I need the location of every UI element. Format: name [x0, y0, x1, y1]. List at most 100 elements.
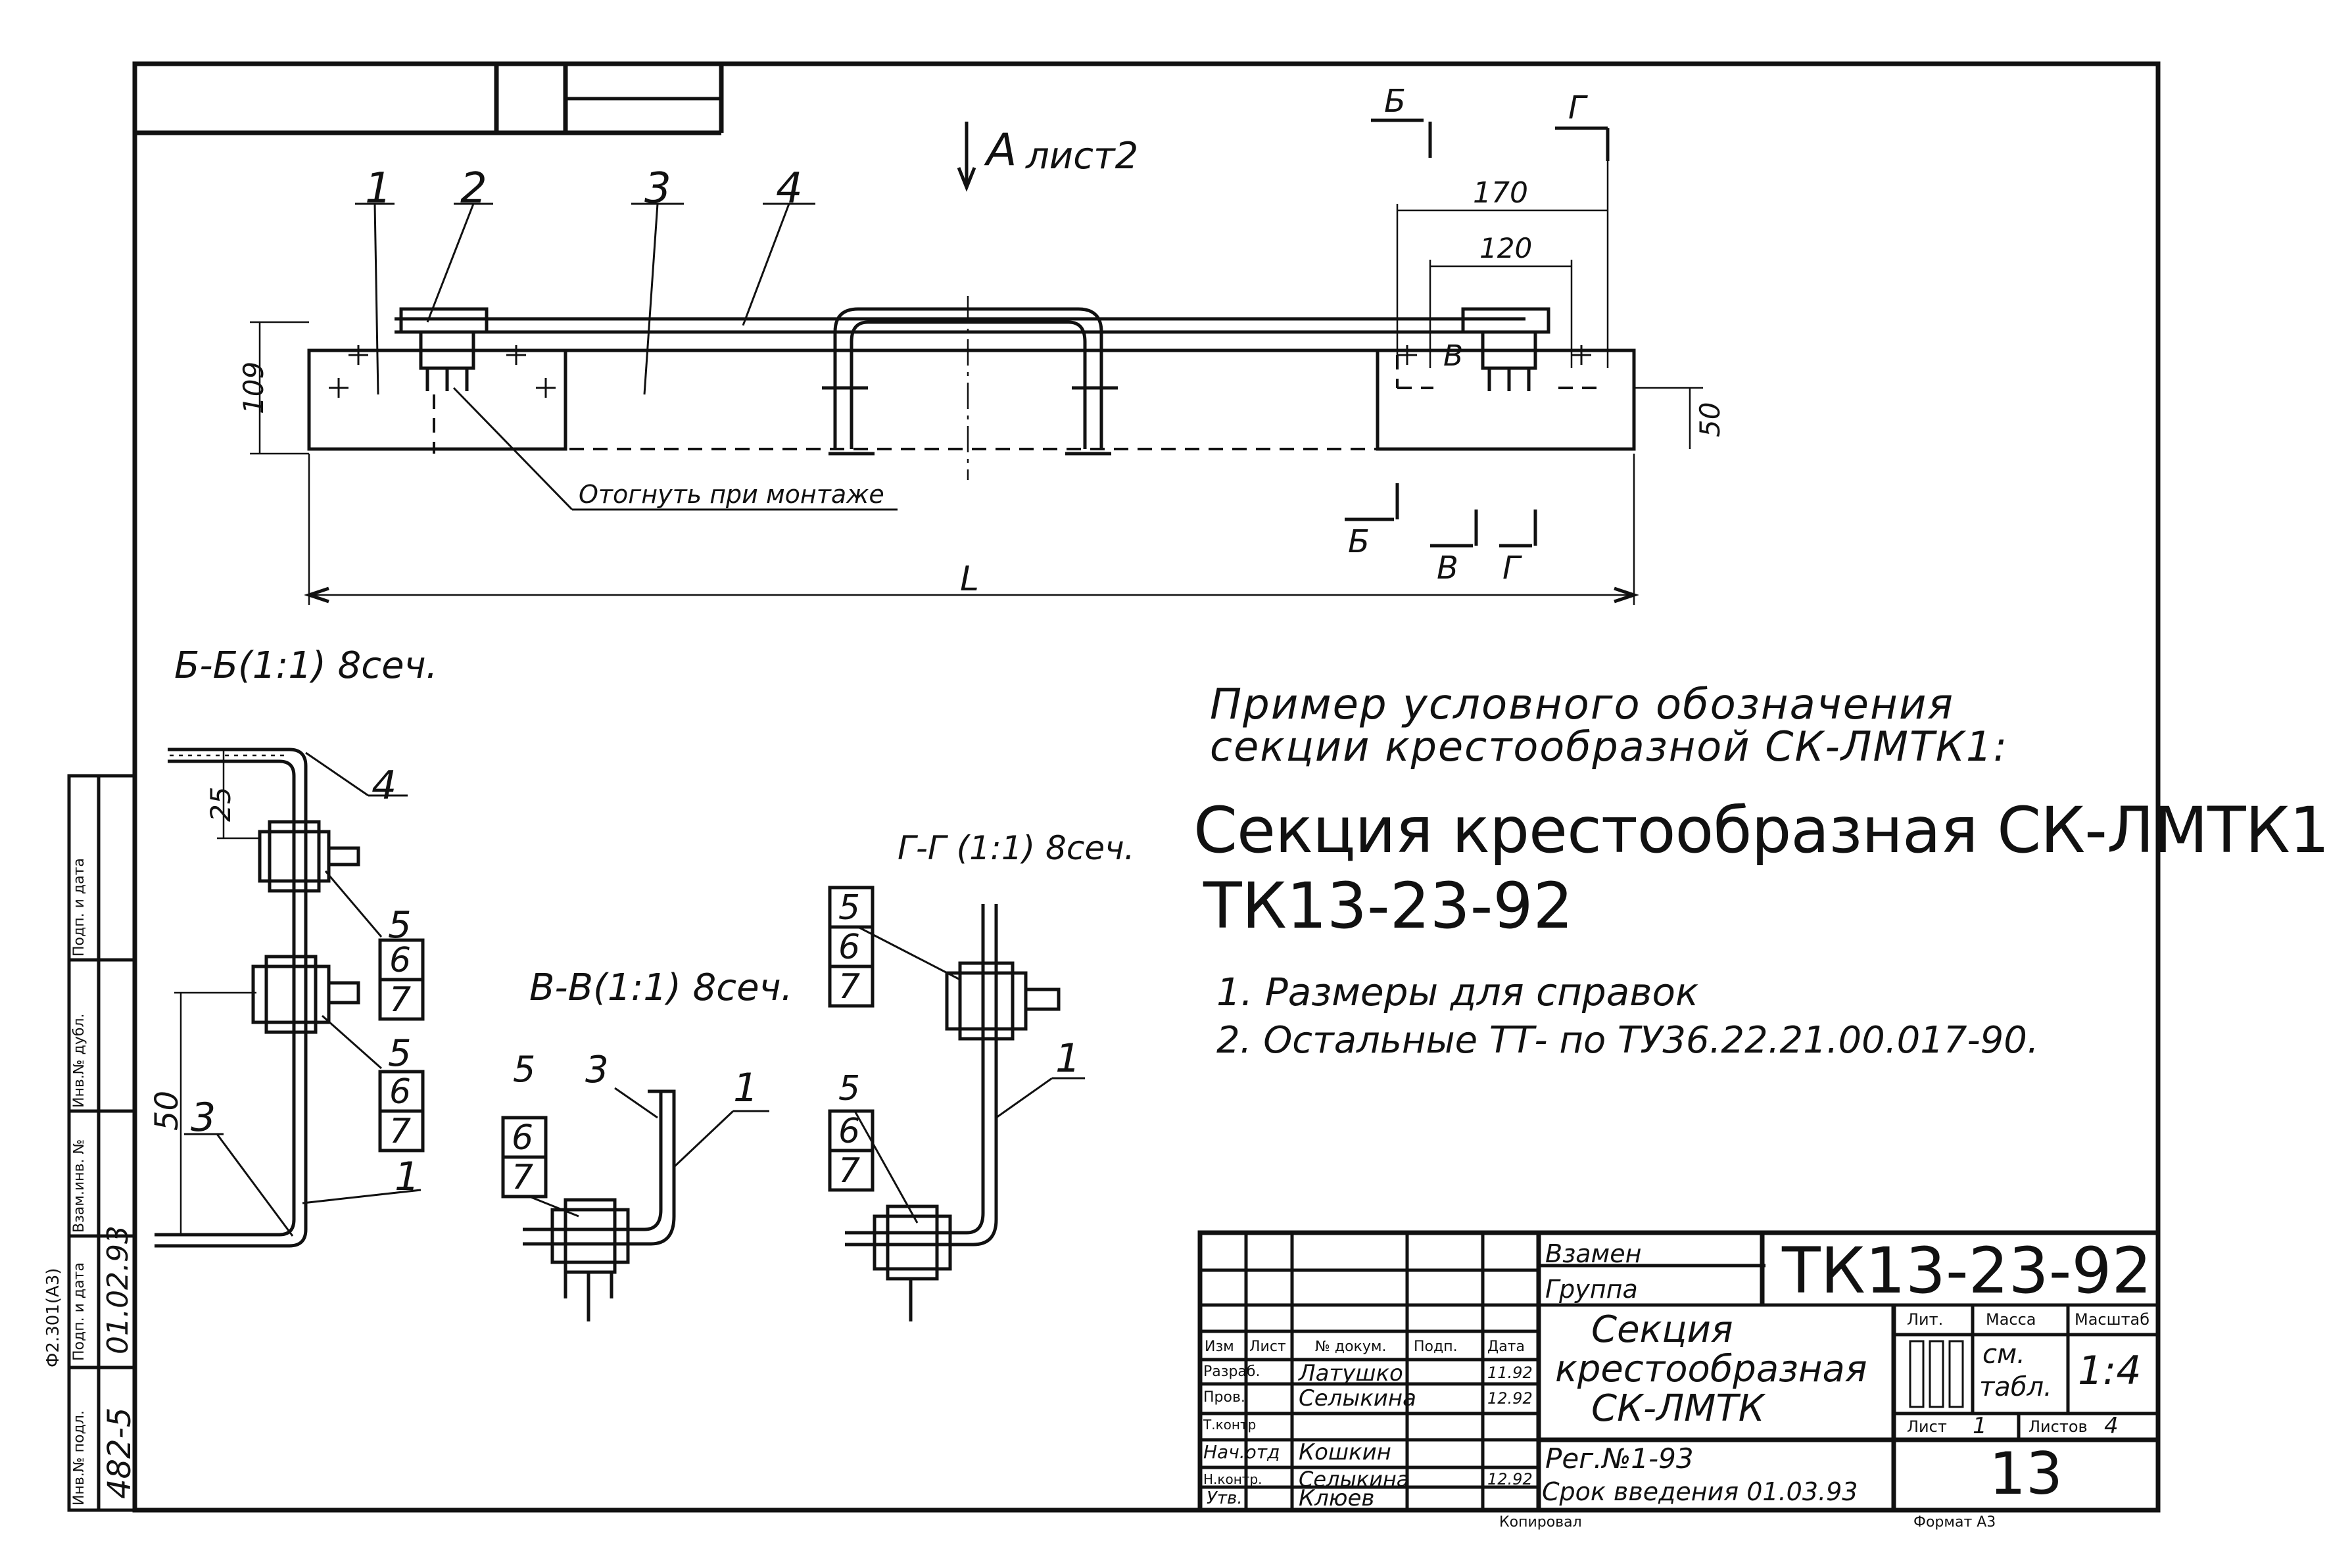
- tb-role-3: Нач.отд: [1203, 1441, 1280, 1463]
- note-2: 2. Остальные ТТ- по ТУ36.22.21.00.017-90…: [1216, 1019, 2039, 1062]
- tb-name-3: Кошкин: [1299, 1439, 1391, 1465]
- tb-sheets-label: Листов: [2029, 1417, 2088, 1436]
- item-number-4: 4: [776, 164, 803, 213]
- tb-mass-value-1: см.: [1982, 1339, 2025, 1369]
- section-mark-g-top: Г: [1568, 89, 1586, 126]
- designation-line-2: ТК13-23-92: [1203, 869, 1573, 943]
- section-mark-v-upper: В: [1443, 339, 1464, 373]
- bb-callout-6b: 6: [389, 1072, 412, 1112]
- dim-109: 109: [237, 361, 270, 414]
- tb-group-label: Группа: [1545, 1275, 1638, 1304]
- section-mark-b-top: Б: [1384, 83, 1406, 120]
- bb-callout-4: 4: [372, 763, 397, 809]
- bb-callout-3: 3: [191, 1095, 216, 1141]
- dim-50-main: 50: [1694, 402, 1726, 437]
- bend-note: Отогнуть при монтаже: [579, 480, 884, 509]
- section-gg-title: Г-Г (1:1) 8сеч.: [898, 829, 1135, 867]
- section-gg: [828, 886, 1085, 1321]
- side-inv-orig: Инв.№ подл.: [71, 1410, 87, 1506]
- section-mark-v-bottom: В: [1437, 550, 1458, 586]
- tb-date-0: 11.92: [1487, 1364, 1533, 1382]
- section-mark-g-bottom: Г: [1502, 550, 1520, 586]
- gg-callout-7a: 7: [838, 967, 861, 1007]
- tb-reg: Рег.№1-93: [1545, 1442, 1694, 1475]
- vv-callout-6: 6: [512, 1118, 534, 1158]
- side-sign-date: Подп. и дата: [71, 1262, 87, 1361]
- vv-callout-1: 1: [733, 1065, 759, 1111]
- tb-intro-date: Срок введения 01.03.93: [1542, 1477, 1858, 1506]
- vv-callout-7: 7: [512, 1158, 534, 1197]
- dim-120: 120: [1479, 232, 1533, 264]
- tb-sheet-label: Лист: [1907, 1417, 1947, 1436]
- tb-replaces-label: Взамен: [1545, 1239, 1642, 1268]
- tb-sheet-value: 1: [1973, 1413, 1987, 1439]
- tb-scale-value: 1:4: [2078, 1348, 2142, 1394]
- tb-role-2: Т.контр: [1203, 1417, 1257, 1433]
- gg-callout-5a: 5: [838, 888, 861, 928]
- bb-callout-5a: 5: [388, 904, 412, 947]
- tb-title-3: СК-ЛМТК: [1591, 1387, 1765, 1430]
- tb-format: Формат А3: [1913, 1514, 1996, 1531]
- tb-doc-code: ТК13-23-92: [1782, 1234, 2152, 1308]
- section-bb: [155, 748, 425, 1248]
- bb-callout-7a: 7: [389, 980, 412, 1020]
- tb-lit-label: Лит.: [1907, 1310, 1944, 1329]
- tb-name-1: Селыкина: [1299, 1385, 1416, 1412]
- dim-25: 25: [204, 786, 237, 822]
- tb-role-0: Разраб.: [1203, 1364, 1261, 1380]
- tb-name-4: Селыкина: [1299, 1467, 1410, 1492]
- tb-big-number: 13: [1989, 1440, 2063, 1508]
- section-mark-b-bottom: Б: [1348, 523, 1370, 560]
- bb-callout-5b: 5: [388, 1032, 412, 1075]
- tb-sheets-value: 4: [2104, 1413, 2119, 1439]
- bb-callout-1: 1: [395, 1154, 420, 1200]
- top-stamp: [135, 64, 724, 135]
- vv-callout-3: 3: [585, 1049, 609, 1091]
- side-inv-dup: Инв.№ дубл.: [71, 1013, 87, 1108]
- main-view: [250, 118, 1703, 605]
- designation-line-1: Секция крестообразная СК-ЛМТК1: [1193, 794, 2329, 867]
- title-block-frame: [1197, 1230, 2161, 1513]
- tb-name-0: Латушко: [1299, 1360, 1403, 1387]
- item-number-3: 3: [644, 164, 671, 213]
- tb-col-list: Лист: [1249, 1339, 1286, 1355]
- gg-callout-7b: 7: [838, 1151, 861, 1191]
- section-vv-title: В-В(1:1) 8сеч.: [529, 966, 793, 1009]
- dim-L: L: [960, 559, 979, 599]
- tb-mass-label: Масса: [1986, 1310, 2036, 1329]
- item-number-1: 1: [365, 164, 392, 213]
- view-a-sheet: лист2: [1026, 135, 1139, 178]
- side-stamp: [67, 774, 137, 1512]
- tb-name-5: Клюев: [1299, 1485, 1375, 1511]
- tb-role-1: Пров.: [1203, 1389, 1245, 1406]
- drawing-sheet: [67, 61, 2161, 1513]
- tb-date-4: 12.92: [1487, 1470, 1533, 1488]
- example-heading-2: секции крестообразной СК-ЛМТК1:: [1210, 723, 2009, 771]
- tb-date-1: 12.92: [1487, 1389, 1533, 1408]
- tb-mass-value-2: табл.: [1979, 1372, 2052, 1402]
- dim-170: 170: [1473, 176, 1528, 210]
- tb-role-4: Н.контр.: [1203, 1471, 1262, 1487]
- side-inv-value: 482-5: [101, 1407, 138, 1499]
- note-1: 1. Размеры для справок: [1216, 970, 1698, 1014]
- dim-50-section: 50: [149, 1090, 185, 1131]
- tb-copied: Копировал: [1499, 1514, 1582, 1531]
- side-replace-inv: Взам.инв. №: [71, 1139, 87, 1233]
- section-vv: [501, 1087, 769, 1321]
- gg-callout-1: 1: [1055, 1035, 1081, 1081]
- gg-callout-6b: 6: [838, 1112, 861, 1151]
- gg-callout-5b: 5: [838, 1069, 861, 1108]
- tb-title-1: Секция: [1591, 1308, 1733, 1351]
- gg-callout-6a: 6: [838, 928, 861, 967]
- side-form-code: Ф2.301(А3): [43, 1268, 63, 1367]
- bb-callout-6a: 6: [389, 941, 412, 980]
- tb-scale-label: Масштаб: [2075, 1310, 2150, 1329]
- bb-callout-7b: 7: [389, 1112, 412, 1151]
- view-a-letter: А: [986, 124, 1017, 176]
- tb-title-2: крестообразная: [1555, 1348, 1867, 1390]
- tb-col-sign: Подп.: [1414, 1339, 1458, 1355]
- tb-role-5: Утв.: [1207, 1488, 1243, 1508]
- tb-col-doc: № докум.: [1315, 1339, 1387, 1355]
- side-sign-date-2: Подп. и дата: [71, 858, 87, 957]
- vv-callout-5: 5: [513, 1049, 536, 1090]
